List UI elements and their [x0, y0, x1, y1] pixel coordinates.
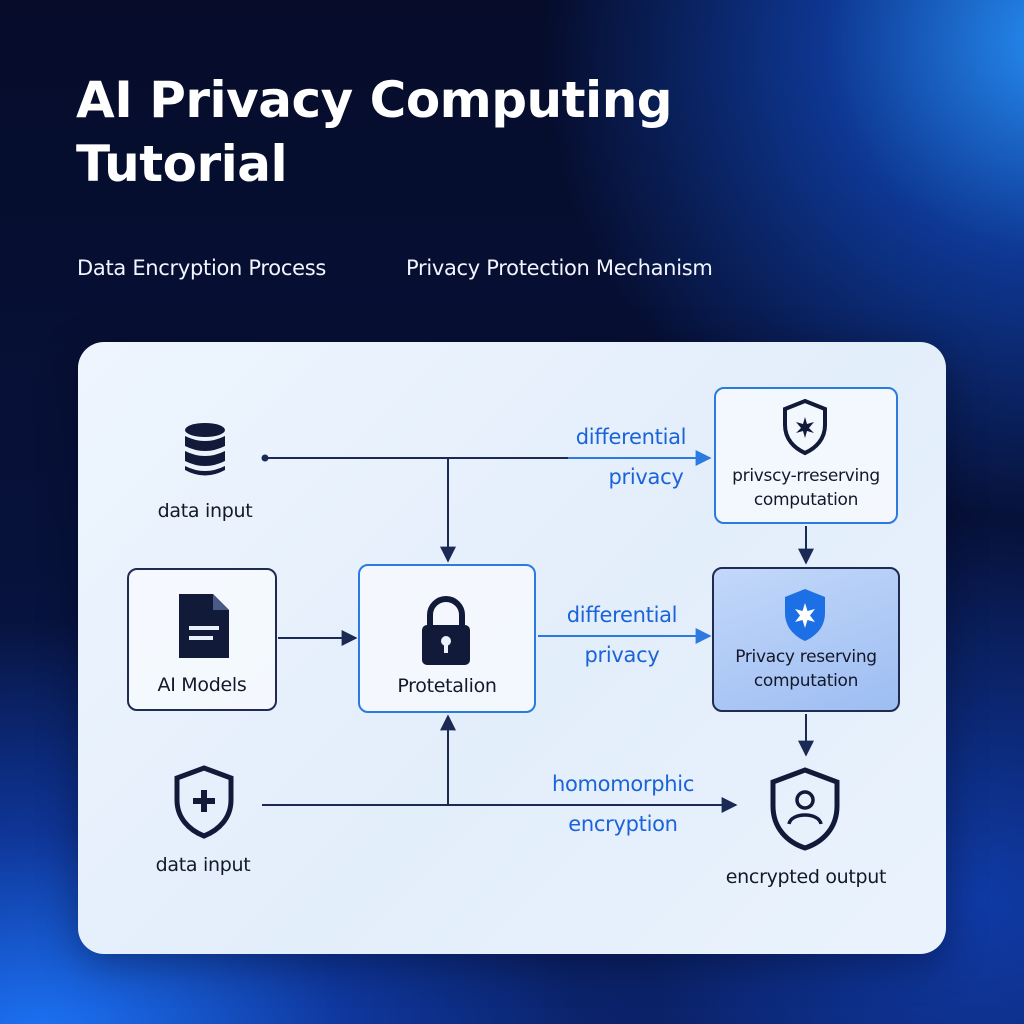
ppc-top-label-line2: computation	[753, 490, 859, 510]
ppc-mid-label: Privacy reserving computation	[714, 645, 898, 693]
edge-label-mid-line2: privacy	[584, 643, 660, 667]
data-input-bottom-label: data input	[155, 854, 251, 876]
data-input-top-label: data input	[157, 500, 253, 522]
ppc-mid-label-line2: computation	[753, 671, 859, 691]
edge-label-top-line2: privacy	[608, 465, 684, 489]
page-title: AI Privacy Computing Tutorial	[76, 71, 673, 193]
ppc-top-node	[714, 387, 898, 524]
ppc-mid-label-line1: Privacy reserving	[735, 647, 877, 667]
ppc-top-label-line1: privscy-rreserving	[732, 466, 880, 486]
shield-star-icon	[783, 398, 827, 456]
subtitle-data-encryption: Data Encryption Process	[77, 256, 326, 280]
edge-label-mid-line1: differential	[566, 603, 678, 627]
ppc-top-label: privscy-rreserving computation	[715, 464, 897, 512]
encrypted-output-label: encrypted output	[725, 866, 887, 888]
diagram-panel: data input AI Models data input Protetal…	[78, 342, 946, 954]
subtitle-privacy-protection: Privacy Protection Mechanism	[406, 256, 713, 280]
shield-user-icon	[770, 767, 840, 851]
lock-icon	[422, 596, 470, 665]
edge-label-mid: differential privacy	[540, 595, 704, 675]
database-icon	[185, 423, 225, 476]
edge-label-bottom-line1: homomorphic	[551, 772, 695, 796]
edge-label-top-line1: differential	[575, 425, 687, 449]
connector-lines	[261, 450, 814, 813]
protection-label: Protetalion	[397, 675, 497, 697]
edge-label-bottom-line2: encryption	[568, 812, 678, 836]
document-icon	[179, 594, 229, 658]
ai-models-label: AI Models	[157, 674, 247, 696]
shield-star-icon	[785, 589, 825, 641]
edge-label-bottom: homomorphic encryption	[538, 764, 708, 844]
edge-label-top: differential privacy	[546, 417, 716, 497]
shield-plus-icon	[174, 765, 234, 839]
